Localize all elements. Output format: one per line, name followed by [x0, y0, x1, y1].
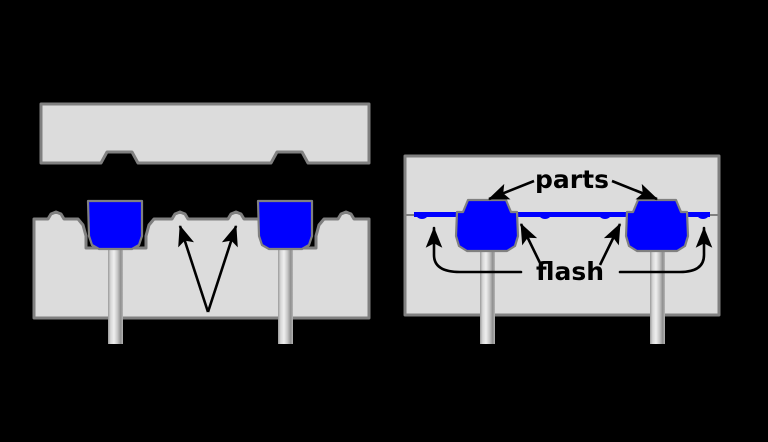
parts-label: parts: [535, 165, 609, 194]
lower-mold-block: [32, 210, 371, 320]
flash-label: flash: [536, 257, 604, 286]
molded-part-left-closed: [454, 198, 520, 253]
flash-bead-2: [538, 212, 552, 219]
parts-leader-arrow-right: [611, 179, 658, 201]
ejector-pin-left-closed: [480, 245, 495, 344]
flash-leader-curve-left: [425, 226, 523, 274]
ejector-pin-right: [278, 243, 293, 344]
flash-leader-arrow-inner-left: [519, 223, 543, 266]
ejector-pin-left: [108, 243, 123, 344]
left-panel-open-mold: [32, 102, 371, 344]
parts-leader-arrow-left: [488, 179, 535, 201]
right-panel-closed-mold: parts flash: [403, 154, 721, 344]
flash-leader-arrow-inner-right: [598, 223, 622, 266]
molded-part-right: [256, 199, 314, 251]
flash-bead-3: [598, 212, 612, 219]
flash-bead-4: [696, 212, 710, 219]
flash-film: [414, 212, 710, 217]
molded-part-left: [86, 199, 144, 251]
flash-leader-curve-right: [618, 226, 713, 274]
ejector-pin-right-closed: [650, 245, 665, 344]
molded-part-right-closed: [624, 198, 690, 253]
flash-bead-1: [415, 212, 429, 219]
flash-pointer-arrow-right: [206, 225, 238, 313]
flash-pointer-arrow-left: [178, 225, 210, 313]
upper-mold-plate: [39, 102, 371, 165]
